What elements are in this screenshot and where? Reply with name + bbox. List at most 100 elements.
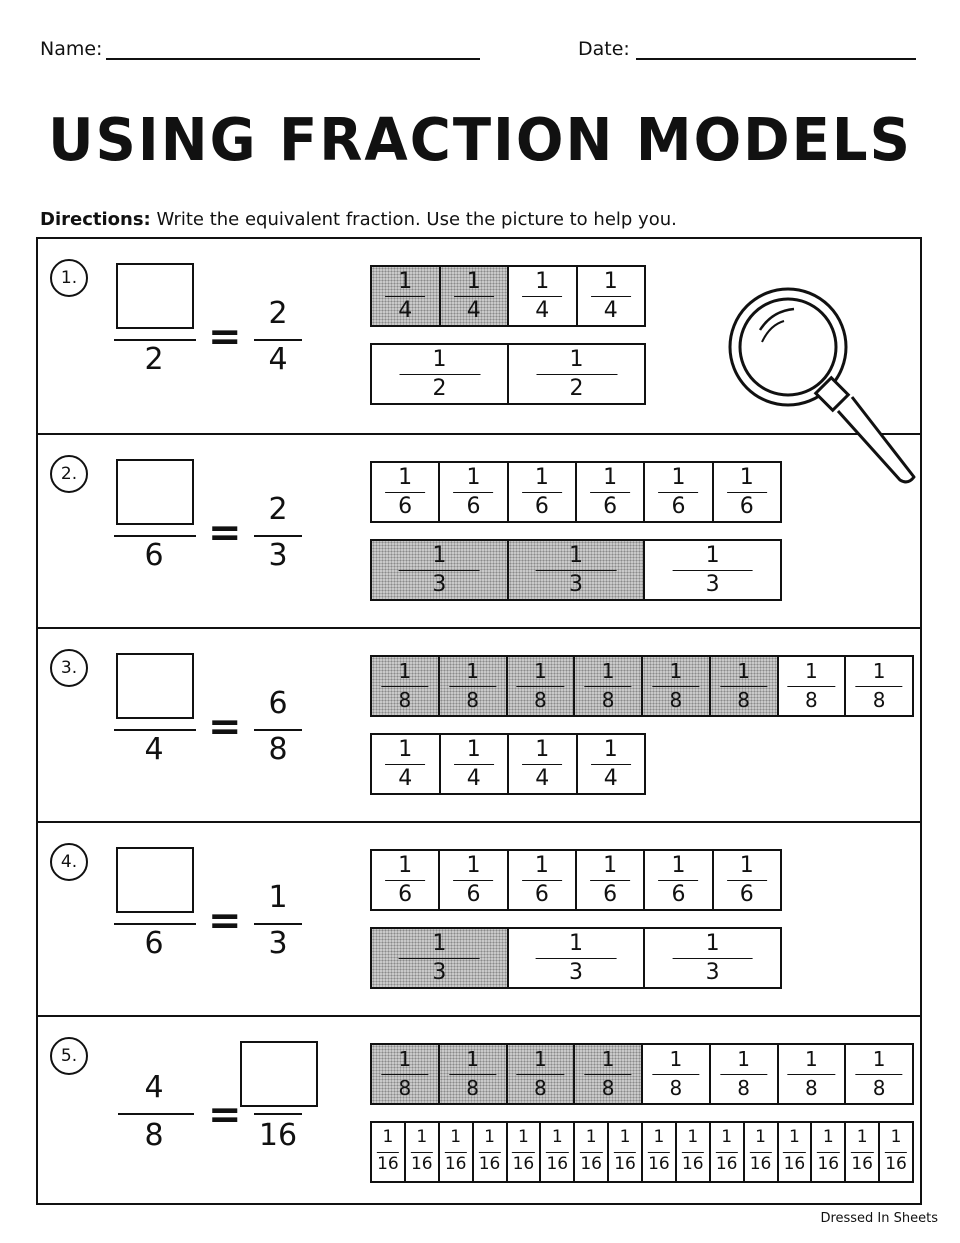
cell-denominator: 4: [398, 766, 413, 791]
answer-box[interactable]: [116, 263, 194, 329]
cell-fraction-bar: [399, 374, 480, 375]
directions-label: Directions:: [40, 209, 151, 230]
cell-denominator: 8: [534, 1076, 547, 1100]
fraction-bar: [254, 1113, 302, 1115]
fraction-bar: [118, 1113, 194, 1115]
cell-numerator: 1: [466, 853, 481, 878]
footer-credit: Dressed In Sheets: [820, 1211, 938, 1226]
cell-fraction-bar: [521, 880, 562, 881]
cell-fraction-bar: [516, 686, 565, 687]
left-denominator: 4: [144, 732, 164, 767]
name-line[interactable]: [106, 58, 480, 60]
answer-box[interactable]: [116, 459, 194, 525]
cell-numerator: 1: [432, 543, 447, 568]
cell-numerator: 1: [534, 853, 549, 878]
cell-fraction-bar: [398, 958, 480, 959]
cell-fraction-bar: [658, 492, 699, 493]
answer-box[interactable]: [116, 653, 194, 719]
cell-denominator: 8: [534, 688, 547, 712]
right-denominator: 3: [268, 538, 288, 573]
cell-fraction-bar: [719, 686, 768, 687]
cell-fraction-bar: [590, 764, 631, 765]
cell-fraction-bar: [453, 296, 494, 297]
cell-numerator: 1: [705, 931, 720, 956]
cell-numerator: 1: [805, 659, 818, 683]
cell-numerator: 1: [721, 1127, 733, 1147]
cell-numerator: 1: [466, 465, 481, 490]
cell-denominator: 6: [534, 882, 549, 907]
cell-denominator: 16: [749, 1154, 772, 1174]
cell-fraction-bar: [590, 880, 631, 881]
cell-fraction-bar: [385, 764, 426, 765]
cell-fraction-bar: [385, 296, 426, 297]
cell-denominator: 16: [681, 1154, 704, 1174]
cell-denominator: 6: [398, 494, 413, 519]
cell-fraction-bar: [726, 492, 767, 493]
left-denominator: 8: [144, 1118, 164, 1153]
cell-fraction-bar: [652, 1074, 700, 1075]
fraction-bar: [114, 729, 196, 731]
cell-numerator: 1: [653, 1127, 665, 1147]
cell-fraction-bar: [522, 764, 563, 765]
cell-fraction-bar: [512, 1152, 535, 1153]
cell-denominator: 4: [603, 298, 618, 323]
cell-denominator: 4: [603, 766, 618, 791]
cell-numerator: 1: [669, 1047, 683, 1071]
cell-numerator: 1: [398, 269, 413, 294]
cell-numerator: 1: [755, 1127, 766, 1147]
cell-denominator: 6: [739, 882, 754, 907]
cell-numerator: 1: [466, 1047, 479, 1071]
cell-numerator: 1: [805, 1047, 818, 1071]
cell-numerator: 1: [398, 737, 413, 762]
cell-numerator: 1: [535, 737, 550, 762]
cell-numerator: 1: [398, 853, 413, 878]
cell-fraction-bar: [535, 958, 617, 959]
cell-numerator: 1: [534, 465, 549, 490]
cell-fraction-bar: [385, 880, 426, 881]
cell-numerator: 1: [603, 853, 618, 878]
cell-denominator: 3: [432, 572, 447, 597]
cell-fraction-bar: [448, 1074, 497, 1075]
cell-denominator: 2: [432, 376, 447, 401]
cell-fraction-bar: [590, 296, 631, 297]
cell-denominator: 16: [715, 1154, 738, 1174]
fraction-bar: [114, 535, 196, 537]
left-numerator: 4: [144, 1070, 164, 1105]
equals-sign: =: [208, 1092, 242, 1138]
cell-fraction-bar: [658, 880, 699, 881]
cell-denominator: 16: [614, 1154, 636, 1174]
cell-denominator: 3: [705, 572, 720, 597]
answer-box[interactable]: [240, 1041, 318, 1107]
cell-denominator: 4: [466, 298, 481, 323]
date-line[interactable]: [636, 58, 916, 60]
cell-numerator: 1: [739, 465, 754, 490]
cell-denominator: 8: [872, 1076, 886, 1100]
cell-numerator: 1: [416, 1127, 428, 1147]
answer-box[interactable]: [116, 847, 194, 913]
cell-fraction-bar: [652, 686, 700, 687]
cell-denominator: 16: [885, 1154, 907, 1174]
cell-fraction-bar: [855, 1074, 903, 1075]
